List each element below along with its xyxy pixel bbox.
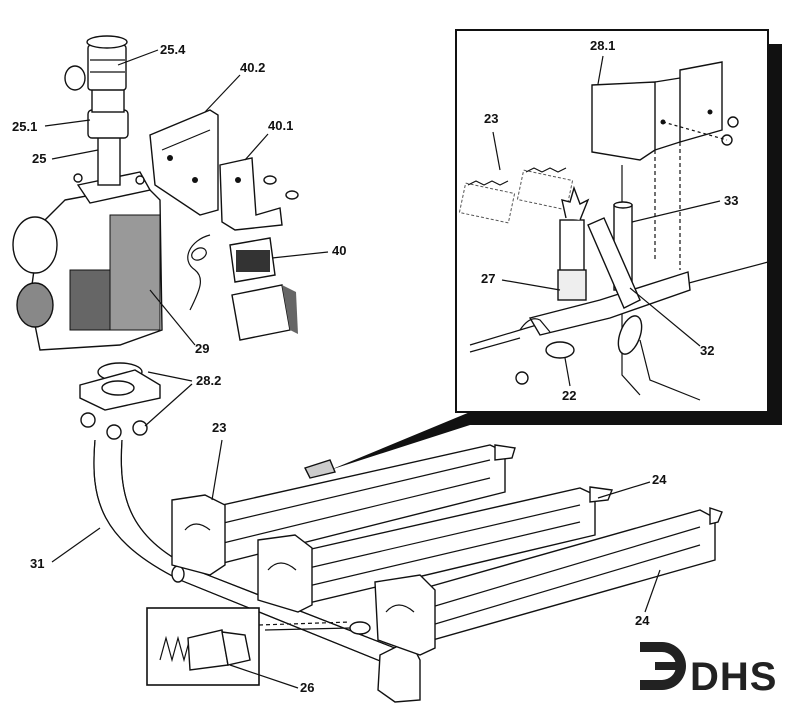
callout-28-1: 28.1 [590, 38, 615, 53]
inset-detail-panel: 28.1 23 33 27 32 22 [330, 29, 782, 470]
bracket-28-1 [591, 61, 739, 270]
callout-29: 29 [195, 341, 209, 356]
callout-40: 40 [332, 243, 346, 258]
injector-26-zoom [146, 607, 351, 686]
callout-40-2: 40.2 [240, 60, 265, 75]
dhs-logo-mark [640, 642, 686, 690]
callout-40-1: 40.1 [268, 118, 293, 133]
callout-28-2: 28.2 [196, 373, 221, 388]
callout-32: 32 [700, 343, 714, 358]
callout-24-top: 24 [652, 472, 667, 487]
burner-24-middle [257, 486, 613, 613]
component-40 [187, 234, 298, 341]
callout-23-inset: 23 [484, 111, 498, 126]
callout-23-main: 23 [212, 420, 226, 435]
burner-23 [171, 444, 516, 576]
bracket-40-2 [149, 109, 219, 216]
dhs-logo-text: DHS [690, 655, 777, 699]
inlet-fittings [64, 35, 129, 186]
callout-25-1: 25.1 [12, 119, 37, 134]
callout-33: 33 [724, 193, 738, 208]
callout-24-bottom: 24 [635, 613, 650, 628]
pilot-assembly-27 [515, 185, 691, 385]
inset-burner-slots [458, 167, 574, 224]
callout-25: 25 [32, 151, 46, 166]
burner-24-front [374, 507, 723, 656]
callout-31: 31 [30, 556, 44, 571]
callout-27: 27 [481, 271, 495, 286]
callout-22: 22 [562, 388, 576, 403]
callout-26: 26 [300, 680, 314, 695]
gasket-28-2 [79, 362, 161, 440]
gas-valve-29 [12, 171, 163, 351]
thermocouple-32 [587, 217, 701, 401]
callout-25-4: 25.4 [160, 42, 186, 57]
bracket-40-1 [219, 157, 299, 231]
dhs-logo: DHS [640, 642, 777, 699]
